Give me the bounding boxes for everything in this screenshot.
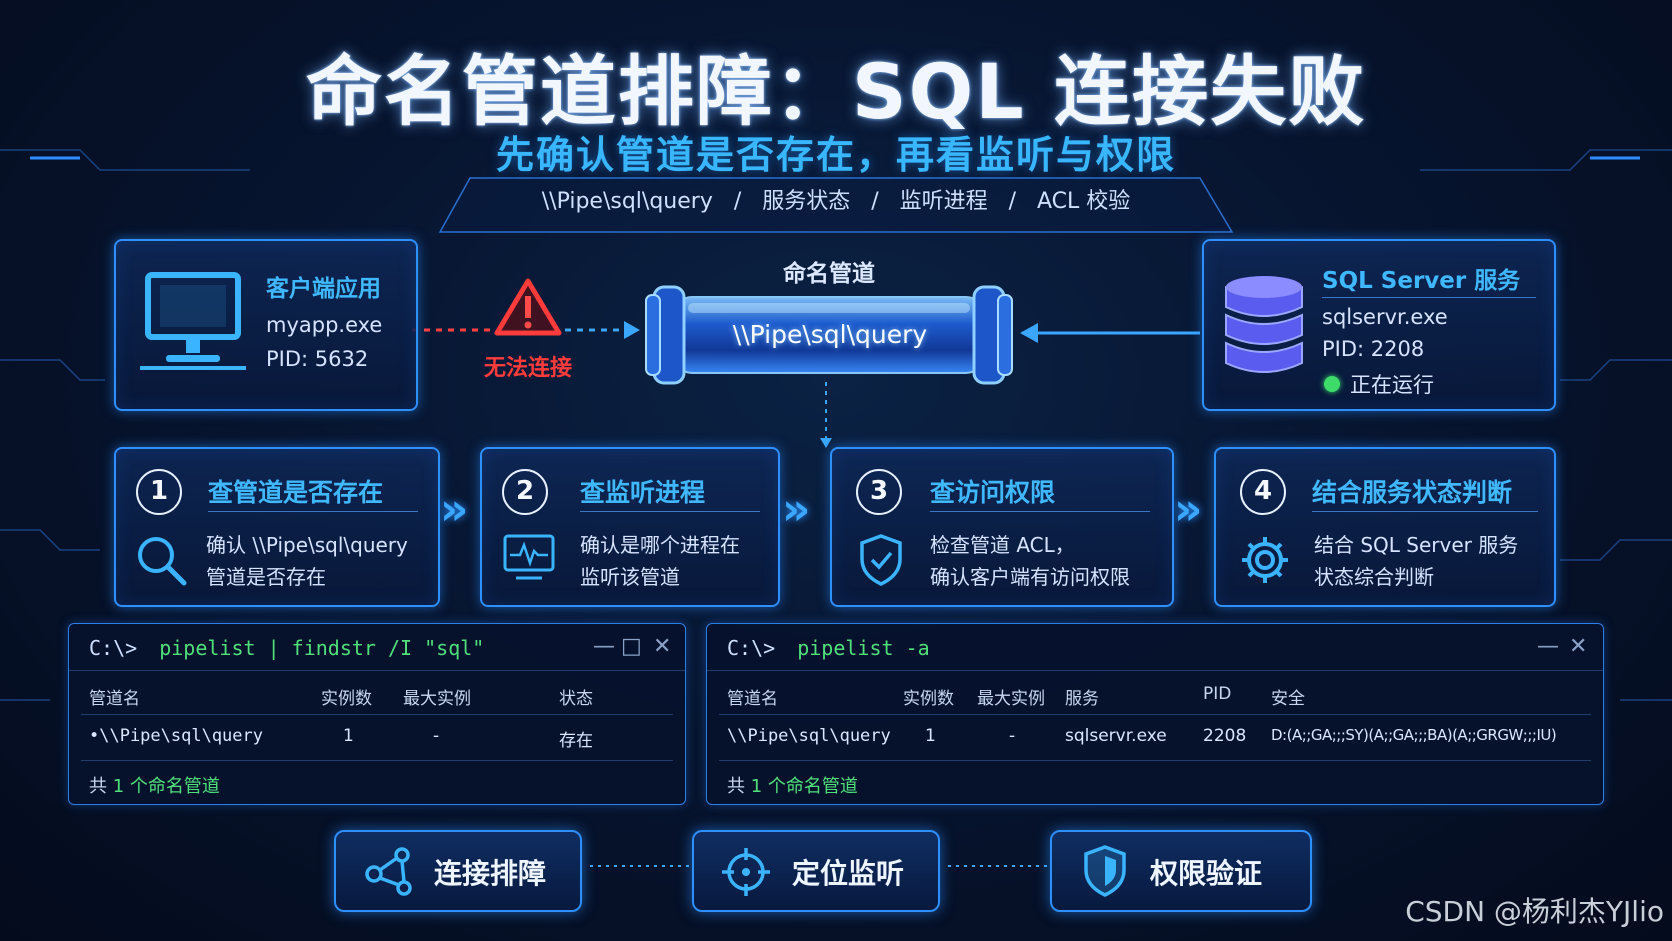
close-icon[interactable]: ✕ [1569,634,1588,659]
network-nodes-icon [365,847,412,896]
terminal-1-command: pipelist | findstr /I "sql" [159,636,485,660]
shield-check-icon [860,534,902,586]
terminal-1-total: 共 1 个命名管道 [89,776,220,797]
terminal-2-total: 共 1 个命名管道 [727,776,858,797]
permission-verify-button[interactable]: 权限验证 [1050,830,1312,912]
pipe-name: \\Pipe\sql\query [732,320,928,349]
step-2-card: 2 查监听进程 确认是哪个进程在 监听该管道 [480,447,780,607]
table-cell-max-instances: - [433,726,440,746]
pipe-label: 命名管道 [783,261,875,287]
status-dot-icon [1324,376,1340,392]
step-1-card: 1 查管道是否存在 确认 \\Pipe\sql\query 管道是否存在 [114,447,440,607]
database-icon [1225,276,1303,373]
step-2-title: 查监听进程 [580,478,706,507]
minimize-icon[interactable]: — [593,634,615,659]
table-cell-service: sqlservr.exe [1065,726,1167,746]
step-3-line1: 检查管道 ACL， [930,533,1075,557]
server-panel: SQL Server 服务 sqlservr.exe PID: 2208 正在运… [1202,239,1556,411]
table-cell-max-instances: - [1009,726,1016,746]
minimize-icon[interactable]: — [1537,634,1559,659]
terminal-1-prompt: C:\> [89,636,138,660]
step-1-number: 1 [136,469,182,515]
col-header-status: 状态 [559,689,593,709]
step-4-title: 结合服务状态判断 [1312,478,1513,507]
locate-listener-button[interactable]: 定位监听 [692,830,940,912]
step-3-number: 3 [856,469,902,515]
col-header-name: 管道名 [89,689,140,709]
crosshair-icon [722,848,770,896]
step-1-line2: 管道是否存在 [206,565,326,589]
terminal-2-prompt: C:\> [727,636,776,660]
chevron-right-icon: » [440,484,469,535]
monitor-icon [140,272,246,370]
shield-icon [1084,845,1126,897]
col-header-name: 管道名 [727,689,778,709]
pipe-graphic [645,285,1013,385]
step-2-line1: 确认是哪个进程在 [580,533,740,557]
step-2-line2: 监听该管道 [580,565,680,589]
client-pid: PID: 5632 [266,347,369,371]
error-label: 无法连接 [484,356,573,381]
server-title: SQL Server 服务 [1322,268,1521,294]
step-2-number: 2 [502,469,548,515]
server-process: sqlservr.exe [1322,305,1448,329]
page-title: 命名管道排障：SQL 连接失败 [305,47,1367,136]
page-subtitle: 先确认管道是否存在，再看监听与权限 [495,133,1176,177]
col-header-instances: 实例数 [903,689,954,709]
col-header-max-instances: 最大实例 [403,689,471,709]
close-icon[interactable]: ✕ [653,634,672,659]
step-1-title: 查管道是否存在 [208,478,384,507]
monitor-pulse-icon [503,534,555,580]
col-header-max-instances: 最大实例 [977,689,1045,709]
table-cell-pid: 2208 [1203,726,1247,746]
client-title: 客户端应用 [266,276,381,302]
warning-icon [494,278,562,336]
gear-icon [1242,537,1288,583]
step-4-line2: 状态综合判断 [1314,565,1434,589]
path-bar: \\Pipe\sql\query / 服务状态 / 监听进程 / ACL 校验 [541,189,1131,214]
server-pid: PID: 2208 [1322,337,1425,361]
pill-label: 连接排障 [434,857,547,890]
terminal-window-2: C:\> pipelist -a — ✕ 管道名 实例数 最大实例 服务 PID… [706,623,1604,805]
client-process: myapp.exe [266,313,383,337]
step-3-card: 3 查访问权限 检查管道 ACL， 确认客户端有访问权限 [830,447,1174,607]
step-4-card: 4 结合服务状态判断 结合 SQL Server 服务 状态综合判断 [1214,447,1556,607]
table-cell-instances: 1 [925,726,936,746]
terminal-2-command: pipelist -a [797,636,930,660]
step-1-line1: 确认 \\Pipe\sql\query [206,533,408,557]
chevron-right-icon: » [782,484,811,535]
table-cell-name: \\Pipe\sql\query [727,726,891,746]
client-panel: 客户端应用 myapp.exe PID: 5632 [114,239,418,411]
pill-label: 定位监听 [792,857,905,890]
col-header-service: 服务 [1065,689,1099,709]
pill-label: 权限验证 [1150,857,1263,890]
table-cell-name: •\\Pipe\sql\query [89,726,263,746]
col-header-instances: 实例数 [321,689,372,709]
watermark: CSDN @杨利杰YJlio [1405,895,1664,928]
chevron-right-icon: » [1174,484,1203,535]
search-icon [138,537,187,586]
step-4-line1: 结合 SQL Server 服务 [1314,533,1519,557]
server-status: 正在运行 [1350,373,1434,397]
step-3-line2: 确认客户端有访问权限 [930,565,1130,589]
col-header-security: 安全 [1271,689,1305,709]
step-4-number: 4 [1240,469,1286,515]
maximize-icon[interactable]: □ [621,634,642,659]
table-cell-security: D:(A;;GA;;;SY)(A;;GA;;;BA)(A;;GRGW;;;IU) [1271,726,1557,744]
terminal-window-1: C:\> pipelist | findstr /I "sql" — □ ✕ 管… [68,623,686,805]
table-cell-status: 存在 [559,731,593,751]
step-3-title: 查访问权限 [930,478,1056,507]
col-header-pid: PID [1203,684,1232,704]
table-cell-instances: 1 [343,726,354,746]
connect-troubleshoot-button[interactable]: 连接排障 [334,830,582,912]
